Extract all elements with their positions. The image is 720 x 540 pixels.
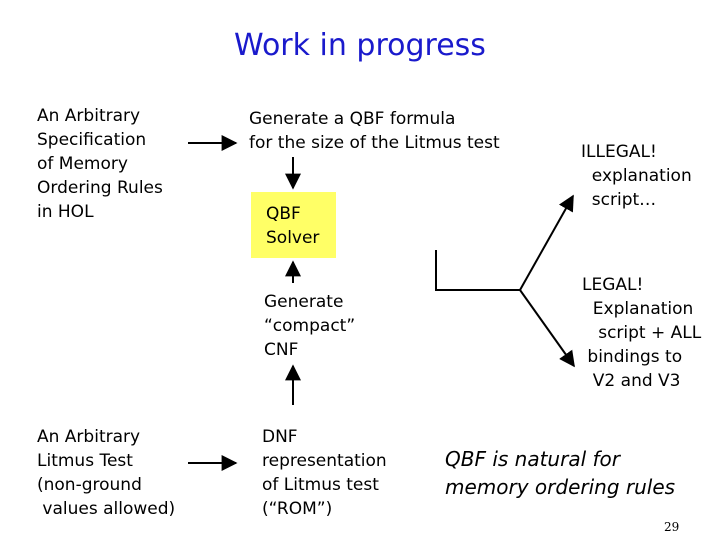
arrow-to-illegal xyxy=(519,194,574,291)
dnf-text: DNF representation of Litmus test (“ROM”… xyxy=(262,427,387,519)
spec-text: An Arbitrary Specification of Memory Ord… xyxy=(37,106,163,222)
litmus-text: An Arbitrary Litmus Test (non-ground val… xyxy=(37,427,176,519)
qbf-solver-label: QBF Solver xyxy=(266,204,320,248)
page-number: 29 xyxy=(664,520,680,534)
qbf-note: QBF is natural for memory ordering rules xyxy=(445,447,676,499)
arrow-solver-to-result-line xyxy=(435,250,520,291)
arrow-to-legal xyxy=(519,289,575,368)
qbf-solver-box: QBF Solver xyxy=(251,192,336,258)
slide-title: Work in progress xyxy=(234,28,486,63)
generate-qbf-text: Generate a QBF formula for the size of t… xyxy=(249,109,500,153)
generate-cnf-text: Generate “compact” CNF xyxy=(264,292,356,360)
legal-text: LEGAL! Explanation script + ALL bindings… xyxy=(582,275,702,391)
illegal-text: ILLEGAL! explanation script… xyxy=(581,142,692,210)
